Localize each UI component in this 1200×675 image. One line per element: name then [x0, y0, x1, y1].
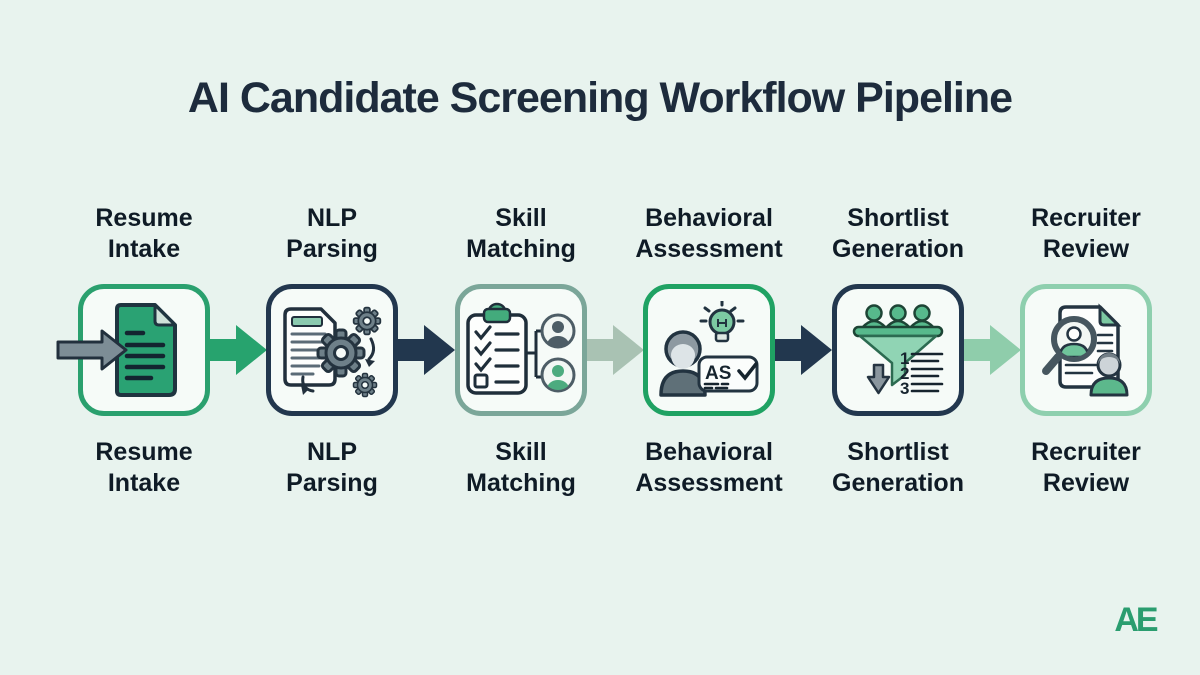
flow-arrow-icon [586, 325, 644, 375]
clipboard-candidates-icon [466, 302, 576, 395]
person-lightbulb-icon: AS [659, 301, 759, 397]
rank-number-1: 1 [900, 349, 909, 368]
flow-arrow-icon [963, 325, 1021, 375]
stage-box-resume-intake [78, 284, 210, 416]
flow-arrow-icon [774, 325, 832, 375]
input-arrow-icon [56, 329, 128, 371]
page-title: AI Candidate Screening Workflow Pipeline [187, 74, 1013, 122]
flow-arrow-icon [209, 325, 267, 375]
document-gears-icon [283, 306, 382, 398]
rank-number-2: 2 [900, 364, 909, 383]
document-icon [115, 303, 177, 397]
stage-box-recruiter-review [1020, 284, 1152, 416]
stage-box-nlp-parsing [266, 284, 398, 416]
flow-arrow-icon [397, 325, 455, 375]
rank-number-3: 3 [900, 379, 909, 398]
magnifier-resume-icon [1042, 303, 1129, 397]
stage-box-skill-matching [455, 284, 587, 416]
stage-box-shortlist-generation: 1 2 3 [832, 284, 964, 416]
assessment-badge-text: AS [705, 363, 731, 384]
stage-box-behavioral-assessment: AS [643, 284, 775, 416]
ae-logo: AE [1114, 601, 1158, 639]
funnel-ranking-icon: 1 2 3 [852, 304, 944, 398]
